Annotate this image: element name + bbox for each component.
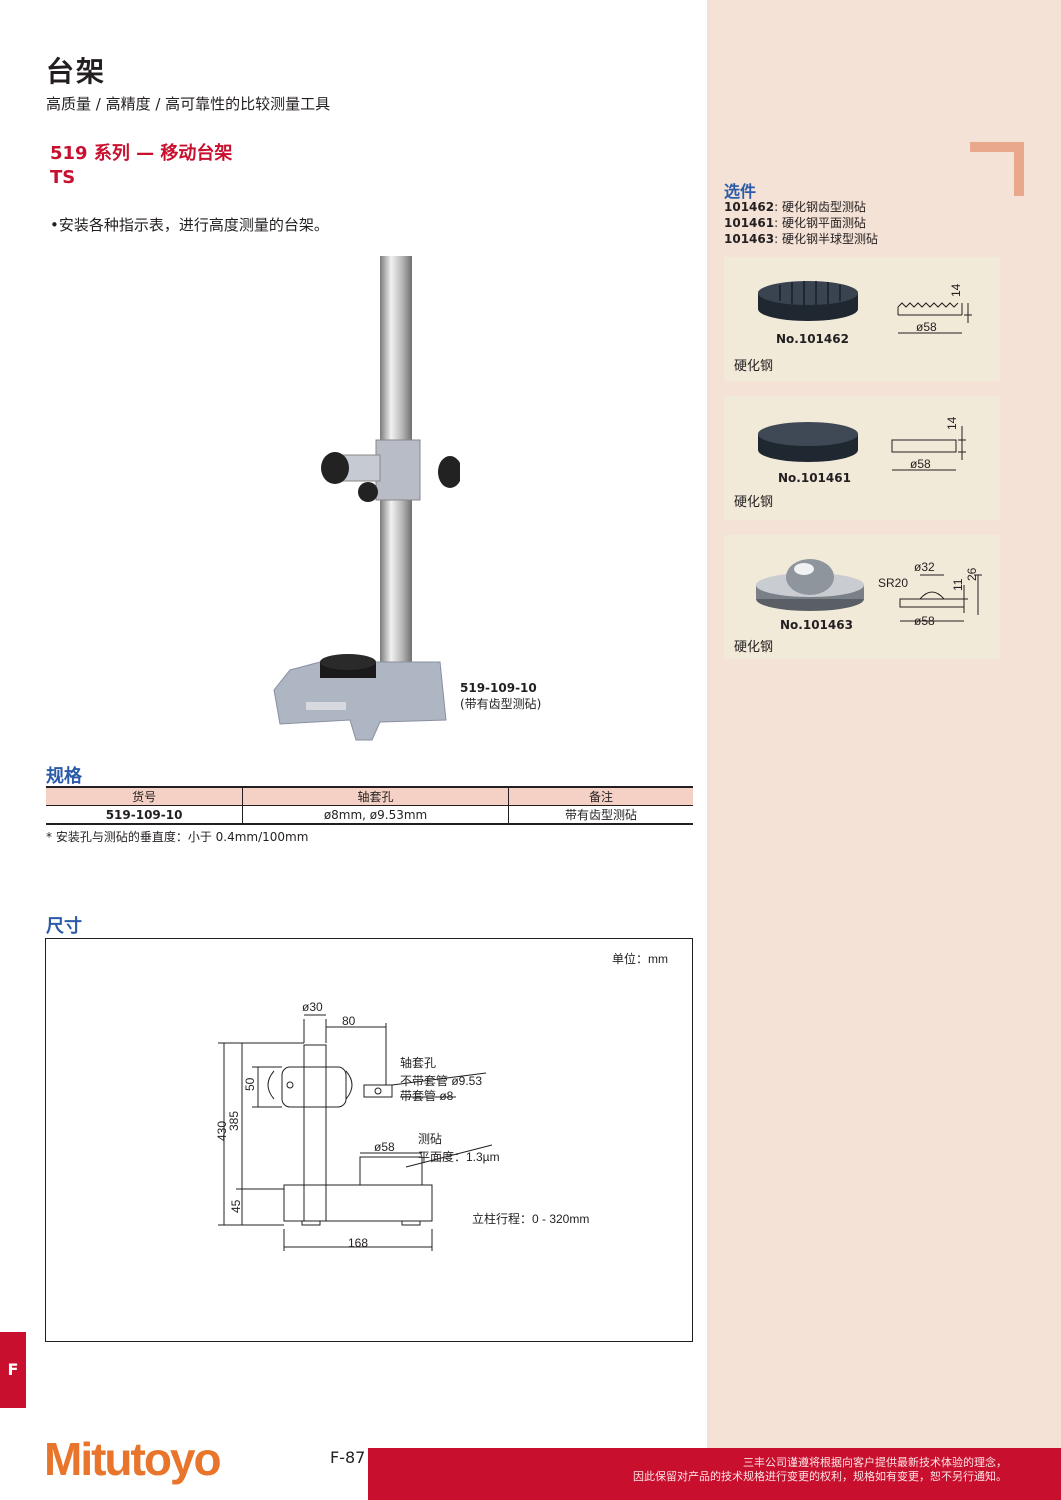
- spec-cell-bore: ø8mm, ø9.53mm: [242, 805, 509, 825]
- product-photo: [273, 256, 460, 741]
- series-line2: TS: [50, 167, 76, 188]
- footer-notice-line2: 因此保留对产品的技术规格进行变更的权利，规格如有变更，恕不另行通知。: [633, 1470, 1007, 1483]
- option-card-101463: ø32 SR20 ø58 11 26 No.101463 硬化钢: [724, 535, 1000, 659]
- dim-80: 80: [342, 1014, 356, 1028]
- options-list: 101462: 硬化钢齿型测砧 101461: 硬化钢平面测砧 101463: …: [724, 199, 878, 247]
- card3-dia: ø58: [914, 614, 935, 628]
- spec-header-row: 货号 轴套孔 备注: [46, 786, 693, 806]
- spec-cell-note: 带有齿型测砧: [507, 805, 693, 825]
- card3-h11: 11: [951, 578, 965, 591]
- page-number: F-87: [330, 1448, 366, 1467]
- photo-caption: 519-109-10 (带有齿型测砧): [460, 680, 541, 712]
- option-desc: 硬化钢半球型测砧: [781, 232, 878, 246]
- series-title: 519 系列 — 移动台架 TS: [50, 142, 232, 190]
- option-desc: 硬化钢齿型测砧: [781, 200, 866, 214]
- dim-30: ø30: [302, 1000, 323, 1014]
- page-title: 台架: [46, 55, 107, 88]
- spec-col-bore: 轴套孔: [242, 786, 509, 806]
- dim-50: 50: [243, 1077, 257, 1091]
- option-card-101461: ø58 14 No.101461 硬化钢: [724, 396, 1000, 520]
- dim-45: 45: [229, 1199, 243, 1213]
- card3-number: No.101463: [780, 618, 853, 632]
- card3-d32: ø32: [914, 560, 935, 574]
- card1-dia: ø58: [916, 320, 937, 334]
- caption-code: 519-109-10: [460, 681, 537, 695]
- series-line1: 519 系列 — 移动台架: [50, 143, 233, 164]
- footer-bar: 三丰公司谨遵将根据向客户提供最新技术体验的理念， 因此保留对产品的技术规格进行变…: [368, 1448, 1061, 1500]
- caption-note: (带有齿型测砧): [460, 697, 542, 711]
- spec-col-code: 货号: [46, 786, 243, 806]
- card3-h26: 26: [965, 567, 979, 581]
- dimension-svg: 单位：mm ø30 80 轴套孔 不带套管 ø9.53 带套管 ø8 50 38…: [215, 951, 668, 1251]
- dimension-drawing: 单位：mm ø30 80 轴套孔 不带套管 ø9.53 带套管 ø8 50 38…: [45, 938, 693, 1342]
- corner-mark: [970, 142, 1024, 196]
- list-item: 101462: 硬化钢齿型测砧: [724, 200, 866, 214]
- spec-table: 货号 轴套孔 备注 519-109-10 ø8mm, ø9.53mm 带有齿型测…: [46, 786, 693, 825]
- section-tab: F: [0, 1332, 26, 1408]
- option-code: 101463: [724, 232, 775, 246]
- card2-dia: ø58: [910, 457, 931, 471]
- card3-radius: SR20: [878, 576, 908, 590]
- unit-label: 单位：mm: [612, 951, 668, 966]
- feature-bullet: •安装各种指示表，进行高度测量的台架。: [50, 216, 329, 234]
- anvil-flatness: 平面度：1.3µm: [418, 1149, 500, 1164]
- mitutoyo-logo: Mitutoyo: [44, 1433, 222, 1485]
- card2-height: 14: [945, 416, 959, 430]
- bore-with-sleeve: 带套管 ø8: [400, 1088, 454, 1103]
- ball-anvil-drawing: ø32 SR20 ø58 11 26: [756, 559, 982, 628]
- list-item: 101461: 硬化钢平面测砧: [724, 216, 866, 230]
- flat-anvil-drawing: ø58 14: [758, 416, 966, 471]
- bore-without-sleeve: 不带套管 ø9.53: [400, 1073, 482, 1088]
- dimensions-heading: 尺寸: [46, 916, 82, 937]
- spec-cell-code: 519-109-10: [46, 805, 243, 825]
- spec-col-note: 备注: [507, 786, 693, 806]
- table-row: 519-109-10 ø8mm, ø9.53mm 带有齿型测砧: [46, 805, 693, 825]
- list-item: 101463: 硬化钢半球型测砧: [724, 232, 878, 246]
- card1-number: No.101462: [776, 332, 849, 346]
- dim-168: 168: [348, 1236, 368, 1250]
- column-stroke: 立柱行程：0 - 320mm: [472, 1211, 589, 1226]
- card1-height: 14: [949, 283, 963, 297]
- option-card-101462: ø58 14 No.101462 硬化钢: [724, 257, 1000, 381]
- right-panel: [707, 0, 1061, 1500]
- options-heading: 选件: [724, 182, 757, 201]
- footer-notice: 三丰公司谨遵将根据向客户提供最新技术体验的理念， 因此保留对产品的技术规格进行变…: [633, 1456, 1007, 1484]
- anvil-title: 测砧: [418, 1132, 442, 1146]
- serrated-anvil-drawing: ø58 14: [758, 281, 972, 334]
- card2-material: 硬化钢: [734, 495, 774, 510]
- dim-58: ø58: [374, 1140, 395, 1154]
- option-code: 101462: [724, 200, 775, 214]
- option-code: 101461: [724, 216, 775, 230]
- card1-material: 硬化钢: [734, 359, 774, 374]
- spec-heading: 规格: [46, 766, 82, 787]
- option-desc: 硬化钢平面测砧: [781, 216, 866, 230]
- footer-notice-line1: 三丰公司谨遵将根据向客户提供最新技术体验的理念，: [743, 1456, 1007, 1469]
- dim-430: 430: [215, 1121, 229, 1141]
- dim-385: 385: [227, 1111, 241, 1131]
- spec-footnote: * 安装孔与测砧的垂直度：小于 0.4mm/100mm: [46, 830, 309, 844]
- page-subtitle: 高质量 / 高精度 / 高可靠性的比较测量工具: [46, 95, 331, 113]
- card2-number: No.101461: [778, 471, 851, 485]
- card3-material: 硬化钢: [734, 640, 774, 655]
- bore-title: 轴套孔: [400, 1055, 436, 1070]
